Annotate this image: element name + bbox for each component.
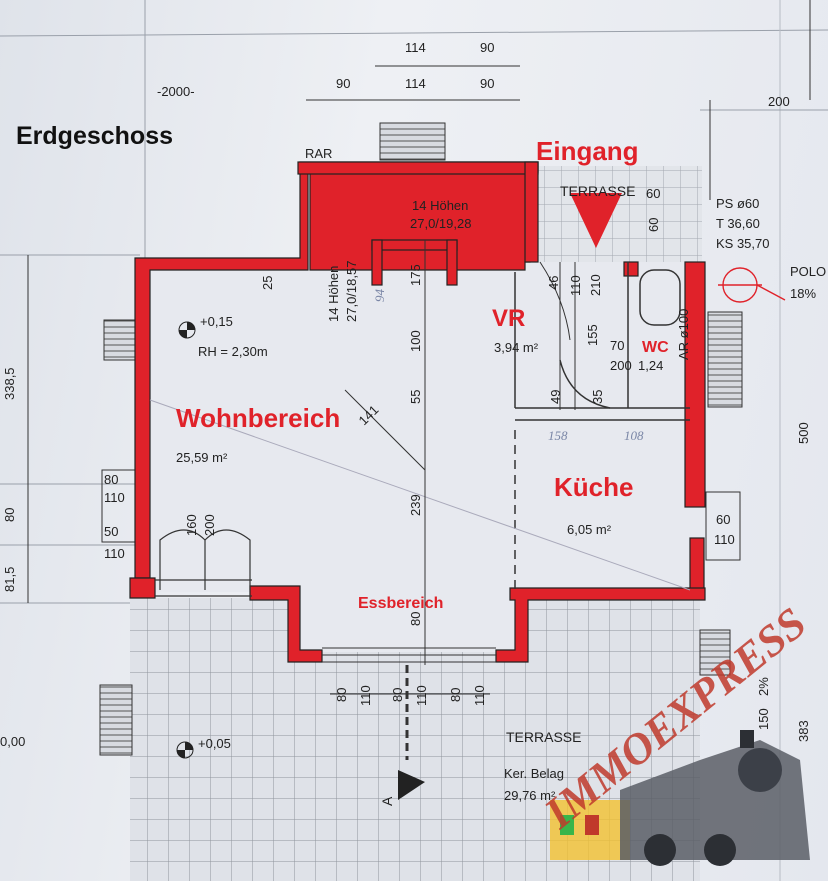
polo-label: POLO [790,264,826,279]
dim-110w: 110 [104,490,125,505]
window-right-1 [707,311,743,408]
stairs-label: 14 Höhen [412,198,468,213]
dim-80w: 80 [104,472,118,487]
terrace-material: Ker. Belag [504,766,564,781]
hand-note-2: 108 [624,428,644,443]
dim-49: 49 [548,390,563,404]
dim-500: 500 [796,422,811,444]
dim-160: 160 [184,514,199,536]
dim-80v: 80 [408,612,423,626]
dim-150: 150 [756,708,771,730]
page-title: Erdgeschoss [16,122,173,150]
dim-25: 25 [260,276,275,290]
partitions [149,262,691,591]
stairs-side-ratio: 27,0/18,57 [344,261,359,322]
living-area: 25,59 m² [176,450,228,465]
dim-46: 46 [546,276,561,290]
interior-floor [145,168,700,652]
dim-70: 70 [610,338,624,353]
dim-210: 210 [588,274,603,296]
dim-338: 338,5 [2,367,17,400]
dim-bottom-5: 80 [448,688,463,702]
dim-90b: 90 [480,76,494,91]
stairs-ratio: 27,0/19,28 [410,216,471,231]
terrace-door [155,529,252,597]
t-label: T 36,60 [716,216,760,231]
dim-2pct: 2% [756,677,771,696]
ps-label: PS ø60 [716,196,759,211]
room-height: RH = 2,30m [198,344,268,359]
dim-bottom-1: 80 [334,688,349,702]
label-wc: WC [642,339,669,356]
terrace-steps [322,647,496,663]
dim-81: 81,5 [2,567,17,592]
dim-55: 55 [408,390,423,404]
dim-90: 90 [336,76,350,91]
dim-60a: 60 [646,218,661,232]
stairs-side-label: 14 Höhen [326,266,341,322]
label-living: Wohnbereich [176,403,340,433]
label-vestibule: VR [492,305,525,332]
dim-35: 35 [590,390,605,404]
dim-bottom-6: 110 [472,685,487,706]
label-kitchen: Küche [554,472,633,502]
dim-60e: 60 [716,512,730,527]
terrace-top-label: TERRASSE [560,183,635,199]
window-right-2 [705,491,741,561]
dim-155: 155 [585,324,600,346]
dimension-lines [27,0,811,760]
entrance-arrow-icon [570,193,622,248]
dim-110w2: 110 [104,546,125,561]
dim-94: 94 [372,289,387,303]
level-living: +0,15 [200,314,233,329]
kitchen-area: 6,05 m² [567,522,612,537]
dim-175: 175 [408,264,423,286]
dim-200: 200 [768,94,790,109]
section-mark: A [379,796,395,806]
dim-80: 80 [2,508,17,522]
dim-383: 383 [796,720,811,742]
dim-100: 100 [408,330,423,352]
level-marker-terrace [176,741,194,759]
shed-2 [699,629,731,676]
entrance-terrace-tiles [538,166,702,262]
polo-pct: 18% [790,286,816,301]
dim-bottom-3: 80 [390,688,405,702]
dim-110e: 110 [714,532,735,547]
dim-114-top: 114 [405,40,426,55]
vestibule-area: 3,94 m² [494,340,539,355]
dim-239: 239 [408,494,423,516]
dim-bottom-4: 110 [414,685,429,706]
walls [129,161,706,663]
ks-label: KS 35,70 [716,236,770,251]
polo-symbol [718,267,786,303]
dim-60b: 60 [646,186,660,201]
shed-1 [99,684,133,756]
level-terrace: +0,05 [198,736,231,751]
section-arrow-icon [398,770,425,800]
level-marker-living [178,321,196,339]
hand-note-1: 158 [548,428,568,443]
dim-bottom-2: 110 [358,685,373,706]
dim-114: 114 [405,76,426,91]
dim-124: 1,24 [638,358,663,373]
dim-000: 0,00 [0,734,25,749]
top-window [379,122,446,161]
label-entrance: Eingang [536,136,639,166]
dim-ar: AR ø100 [676,309,691,360]
dim-200d: 200 [202,514,217,536]
terrace-area: 29,76 m² [504,788,556,803]
window-left-1 [103,319,137,361]
dim-90-top: 90 [480,40,494,55]
dim-110v: 110 [568,275,583,296]
dim-200s: 200 [610,358,632,373]
dim-2000: -2000- [157,84,195,99]
dim-50w: 50 [104,524,118,539]
label-dining: Essbereich [358,595,443,612]
rar-label: RAR [305,146,332,161]
terrace-bottom-label: TERRASSE [506,729,581,745]
